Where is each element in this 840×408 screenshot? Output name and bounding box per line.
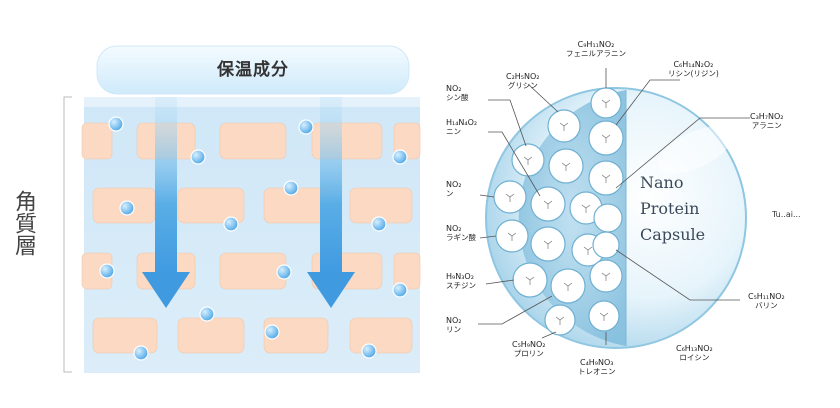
capsule-side-note: Tu..ai... [772, 210, 801, 219]
stratum-corneum-label: 角質層 [11, 190, 36, 256]
amino-label-glycine: C₂H₅NO₂ グリシン [506, 72, 540, 90]
nano-protein-capsule-diagram [478, 68, 750, 349]
amino-label-phenylalanine: C₉H₁₁NO₂ フェニルアラニン [566, 40, 626, 58]
amino-label-lysine: C₆H₁₄N₂O₂ リシン(リジン) [668, 60, 719, 78]
amino-label-partial-5: NO₂ リン [446, 316, 462, 334]
capsule-title-line-3: Capsule [640, 225, 706, 244]
amino-label-partial-1: NO₂ シン酸 [446, 84, 469, 102]
ingredient-banner-label: 保温成分 [217, 60, 289, 80]
capsule-title: Nano Protein Capsule [640, 170, 740, 248]
amino-label-partial-2: H₁₄N₄O₂ ニン [446, 118, 478, 136]
capsule-title-line-1: Nano [640, 173, 684, 192]
amino-label-threonine: C₄H₉NO₃ トレオニン [578, 358, 616, 376]
stratum-corneum-diagram [63, 45, 421, 373]
amino-label-leucine: C₆H₁₃NO₂ ロイシン [676, 344, 713, 362]
amino-label-alanine: C₃H₇NO₂ アラニン [750, 112, 784, 130]
penetration-arrow-right [307, 97, 355, 308]
amino-label-partial-4: NO₂ ラギン酸 [446, 224, 476, 242]
amino-label-proline: C₅H₉NO₂ プロリン [512, 340, 546, 358]
amino-label-partial-3: NO₂ ン [446, 180, 462, 198]
penetration-arrow-left [142, 97, 190, 308]
amino-label-histidine: H₉N₃O₂ スチジン [446, 272, 476, 290]
capsule-title-line-2: Protein [640, 199, 700, 218]
amino-label-valine: C₅H₁₁NO₂ バリン [748, 292, 785, 310]
